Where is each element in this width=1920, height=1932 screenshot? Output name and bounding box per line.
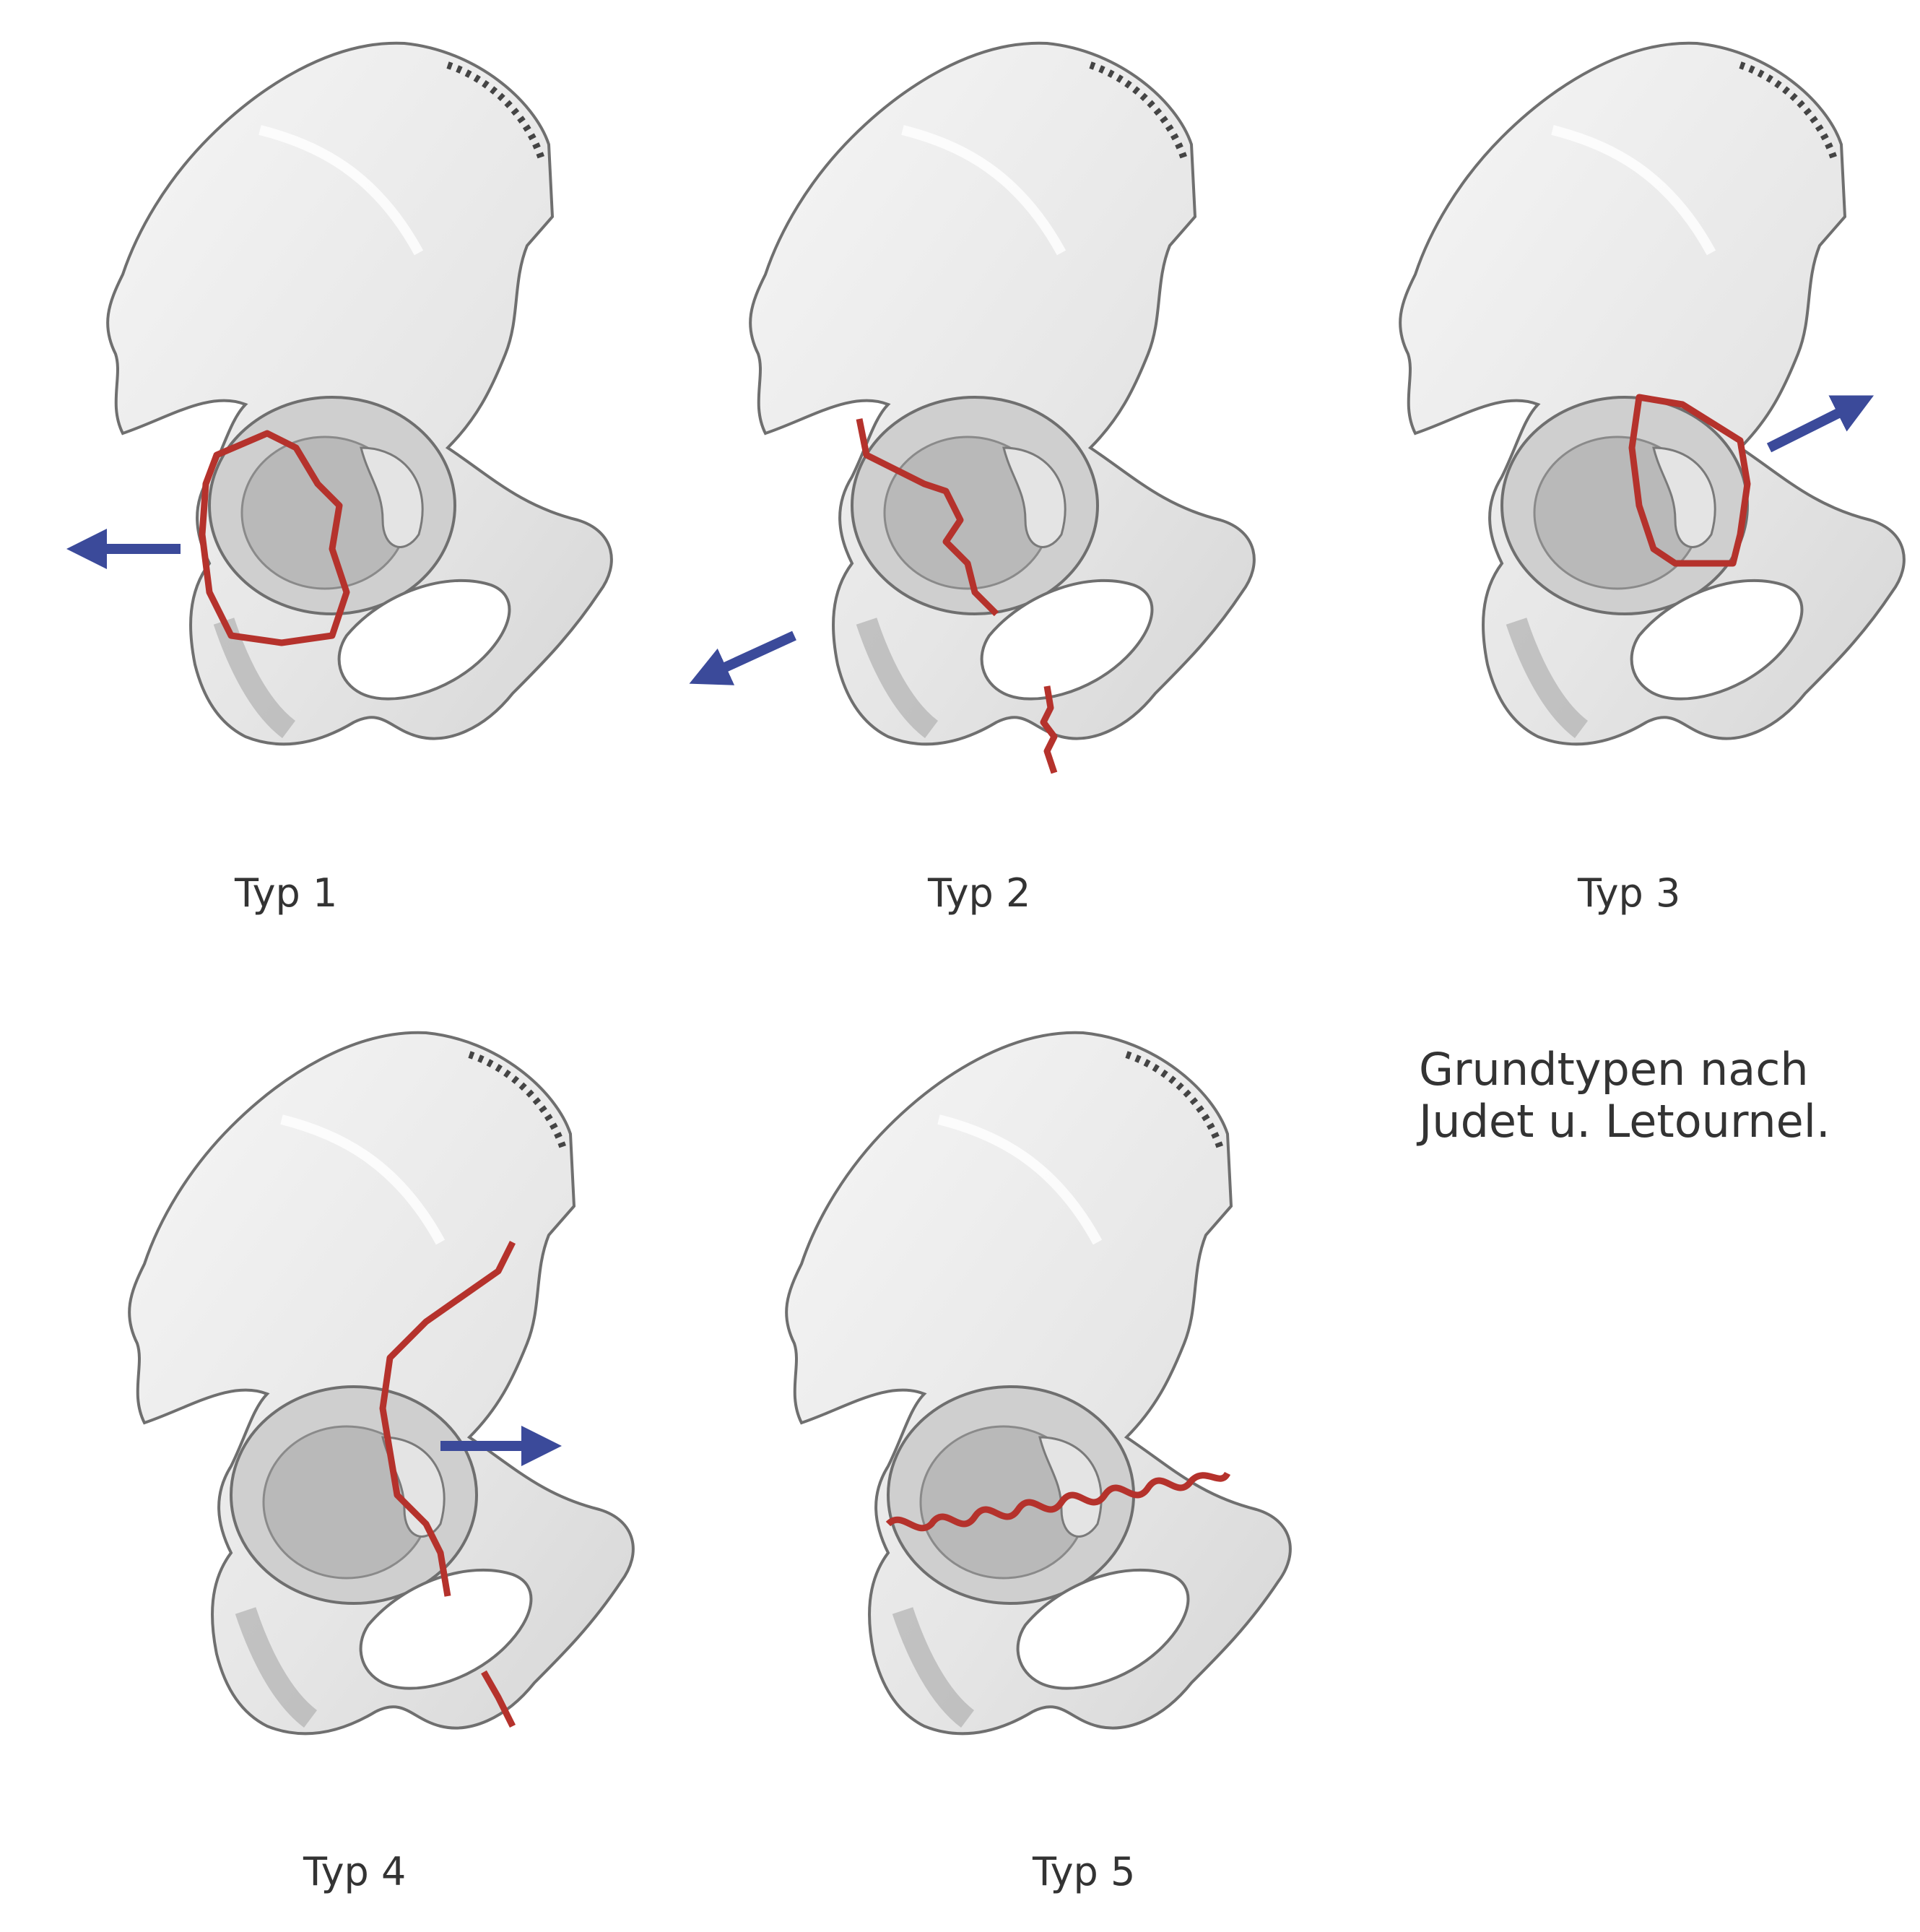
displacement-arrow <box>689 631 796 685</box>
fracture-line <box>856 418 999 617</box>
figure-label-typ-5: Typ 5 <box>1033 1849 1136 1894</box>
hip-bone-illustration <box>689 14 1336 774</box>
caption: Grundtypen nach Judet u. Letournel. <box>1419 1044 1830 1148</box>
fracture-line <box>1628 394 1751 567</box>
figure-label-typ-4: Typ 4 <box>303 1849 407 1894</box>
fracture-line-ramus <box>1040 685 1058 774</box>
figure-typ-1 <box>43 14 693 831</box>
figure-label-typ-1: Typ 1 <box>235 870 338 916</box>
fracture-line <box>885 1471 1231 1532</box>
figure-label-typ-3: Typ 3 <box>1578 870 1681 916</box>
figure-label-typ-2: Typ 2 <box>928 870 1031 916</box>
hip-bone-illustration <box>65 1004 715 1820</box>
figure-typ-4 <box>65 1004 715 1820</box>
figure-typ-2 <box>686 14 1336 831</box>
figure-typ-5 <box>722 1004 1372 1820</box>
displacement-arrow <box>1766 395 1875 453</box>
figure-typ-3 <box>1336 14 1920 831</box>
fracture-line-ramus <box>481 1670 516 1728</box>
hip-bone-illustration <box>1336 14 1920 831</box>
caption-line-1: Grundtypen nach <box>1419 1043 1809 1096</box>
fracture-line <box>379 1240 516 1597</box>
fracture-line <box>199 430 350 646</box>
caption-line-2: Judet u. Letournel. <box>1419 1095 1830 1148</box>
hip-bone-illustration <box>722 1004 1372 1820</box>
hip-bone-illustration <box>66 14 693 831</box>
